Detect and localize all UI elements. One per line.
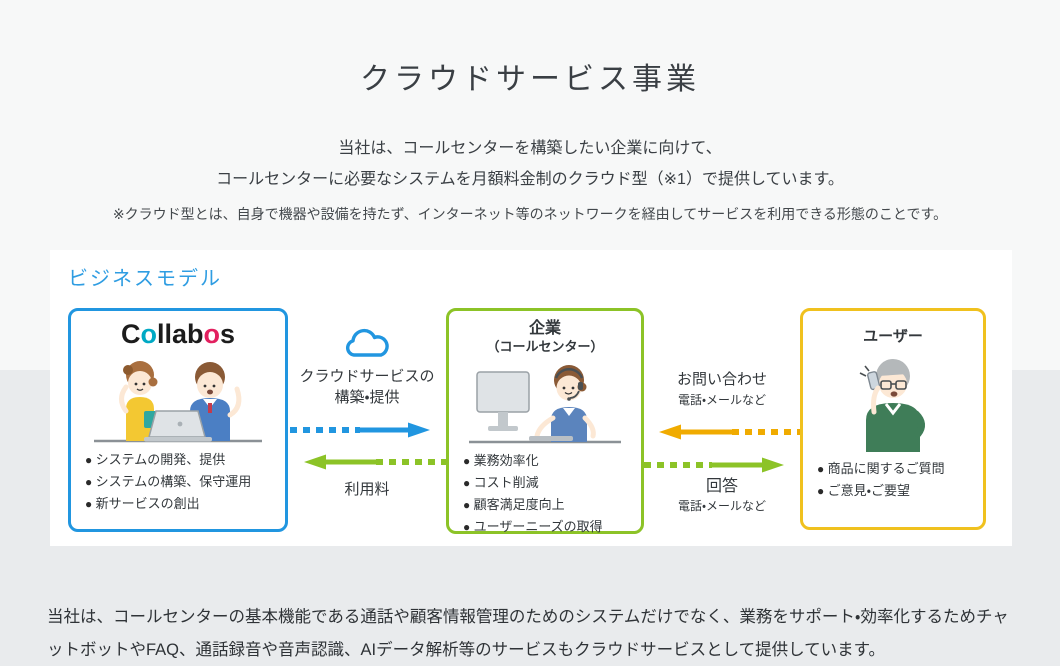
logo-part-red-o: o <box>203 319 220 349</box>
intro-line-1: 当社は、コールセンターを構築したい企業に向けて、 <box>338 140 722 157</box>
collabos-box: Collabos <box>68 308 288 532</box>
list-item: システムの構築、保守運用 <box>85 471 285 493</box>
list-item: ユーザーニーズの取得 <box>463 516 641 538</box>
list-item: システムの開発、提供 <box>85 449 285 471</box>
provide-flow-line2: 構築・提供 <box>334 389 400 406</box>
provide-arrow-right-icon <box>290 422 430 438</box>
user-box: ユーザー 商品に関するご質問 ご意 <box>800 308 986 530</box>
provide-flow-line1: クラウドサービスの <box>299 368 435 385</box>
answer-flow-sublabel: 電話・メールなど <box>677 499 767 513</box>
user-action-list: 商品に関するご質問 ご意見・ご要望 <box>803 458 983 502</box>
logo-part: llab <box>156 319 204 349</box>
logo-part: C <box>120 319 141 349</box>
cloud-icon <box>345 328 389 357</box>
answer-arrow-right-icon <box>644 457 784 473</box>
list-item: ご意見・ご要望 <box>817 480 983 502</box>
footer-description: 当社は、コールセンターの基本機能である通話や顧客情報管理のためのシステムだけでな… <box>47 607 1009 659</box>
company-benefit-list: 業務効率化 コスト削減 顧客満足度向上 ユーザーニーズの取得 <box>449 450 641 538</box>
list-item: 業務効率化 <box>463 450 641 472</box>
collabos-role-list: システムの開発、提供 システムの構築、保守運用 新サービスの創出 <box>71 449 285 515</box>
user-box-title: ユーザー <box>863 328 923 345</box>
call-center-operator-illustration <box>469 365 621 444</box>
inquiry-arrow-left-icon <box>659 424 800 440</box>
company-box-title: 企業 <box>528 320 561 337</box>
business-model-panel: ビジネスモデル Collabos <box>50 250 1012 546</box>
collabos-team-illustration <box>94 361 262 443</box>
logo-part-cyan-o: o <box>140 319 157 349</box>
list-item: 顧客満足度向上 <box>463 494 641 516</box>
intro-line-2: コールセンターに必要なシステムを月額料金制のクラウド型（※1）で提供しています。 <box>216 171 844 188</box>
provide-flow-label: クラウドサービスの 構築・提供 <box>288 366 446 408</box>
list-item: コスト削減 <box>463 472 641 494</box>
page-title: クラウドサービス事業 <box>360 63 700 97</box>
collabos-logo: Collabos <box>71 319 285 350</box>
logo-part: s <box>219 319 236 349</box>
intro-footnote: ※クラウド型とは、自身で機器や設備を持たず、インターネット等のネットワークを経由… <box>112 206 948 222</box>
answer-flow-label: 回答 <box>705 478 738 495</box>
fee-arrow-left-icon <box>304 454 446 470</box>
company-box-subtitle: （コールセンター） <box>486 339 604 354</box>
list-item: 新サービスの創出 <box>85 493 285 515</box>
fee-flow-label: 利用料 <box>344 481 390 498</box>
company-box: 企業 （コールセンター） <box>446 308 644 534</box>
user-on-phone-illustration <box>859 359 925 452</box>
business-model-heading: ビジネスモデル <box>68 268 222 290</box>
inquiry-flow-sublabel: 電話・メールなど <box>677 393 767 407</box>
inquiry-flow-label: お問い合わせ <box>676 371 767 388</box>
list-item: 商品に関するご質問 <box>817 458 983 480</box>
